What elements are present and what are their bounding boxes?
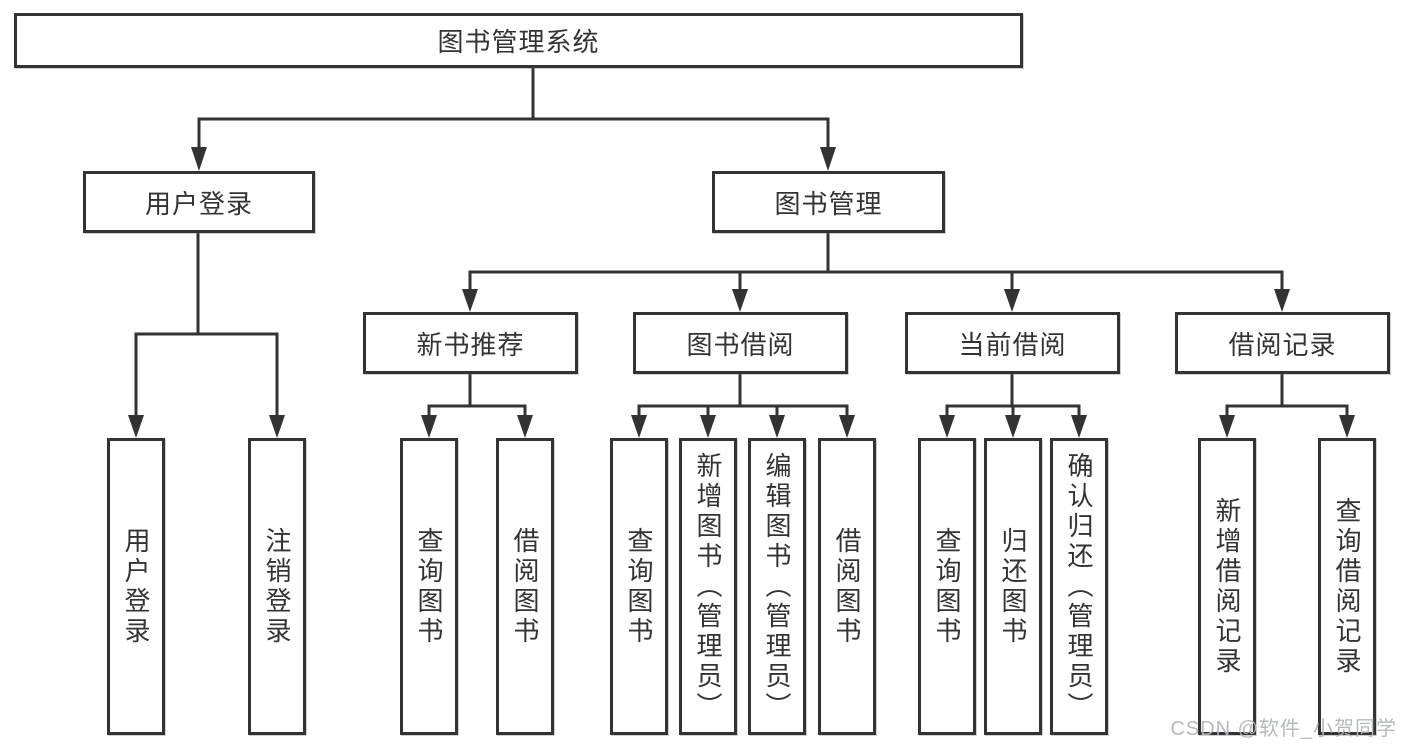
leaf-logout: 注销登录 <box>248 438 306 735</box>
node-label: 新书推荐 <box>416 329 525 360</box>
leaf-query-books-current: 查询图书 <box>918 438 976 735</box>
leaf-add-books-admin: 新增图书（管理员） <box>679 438 737 735</box>
leaf-edit-books-admin: 编辑图书（管理员） <box>748 438 806 735</box>
leaf-label: 借阅图书 <box>510 526 540 647</box>
node-label: 借阅记录 <box>1228 329 1337 360</box>
leaf-label: 编辑图书（管理员） <box>762 451 792 722</box>
node-current-borrow: 当前借阅 <box>905 312 1120 374</box>
leaf-label: 借阅图书 <box>832 526 862 647</box>
node-book-management: 图书管理 <box>712 171 945 233</box>
node-label: 图书管理系统 <box>437 27 600 57</box>
arrowhead-icons <box>128 147 1355 438</box>
leaf-label: 注销登录 <box>262 526 292 647</box>
node-new-book-recommend: 新书推荐 <box>363 312 578 374</box>
leaf-label: 查询借阅记录 <box>1332 496 1362 677</box>
leaf-label: 查询图书 <box>624 526 654 647</box>
leaf-add-borrow-record: 新增借阅记录 <box>1198 438 1256 735</box>
connector-strokes <box>134 68 1349 417</box>
leaf-query-books-borrow: 查询图书 <box>610 438 668 735</box>
leaf-confirm-return-admin: 确认归还（管理员） <box>1050 438 1108 735</box>
node-label: 当前借阅 <box>958 329 1067 360</box>
leaf-borrow-books: 借阅图书 <box>818 438 876 735</box>
leaf-label: 用户登录 <box>121 526 151 647</box>
node-label: 图书借阅 <box>686 329 795 360</box>
leaf-label: 归还图书 <box>998 526 1028 647</box>
leaf-label: 确认归还（管理员） <box>1064 451 1094 722</box>
node-borrow-records: 借阅记录 <box>1175 312 1390 374</box>
node-user-login: 用户登录 <box>83 171 315 233</box>
leaf-user-login: 用户登录 <box>107 438 165 735</box>
node-label: 用户登录 <box>144 188 253 219</box>
leaf-label: 查询图书 <box>932 526 962 647</box>
leaf-query-books-recommend: 查询图书 <box>400 438 458 735</box>
node-library-management-system: 图书管理系统 <box>14 13 1023 68</box>
leaf-label: 新增图书（管理员） <box>693 451 723 722</box>
leaf-label: 新增借阅记录 <box>1212 496 1242 677</box>
node-label: 图书管理 <box>774 188 883 219</box>
leaf-query-borrow-record: 查询借阅记录 <box>1318 438 1376 735</box>
node-book-borrow: 图书借阅 <box>633 312 848 374</box>
leaf-label: 查询图书 <box>414 526 444 647</box>
leaf-borrow-books-recommend: 借阅图书 <box>496 438 554 735</box>
leaf-return-books: 归还图书 <box>984 438 1042 735</box>
